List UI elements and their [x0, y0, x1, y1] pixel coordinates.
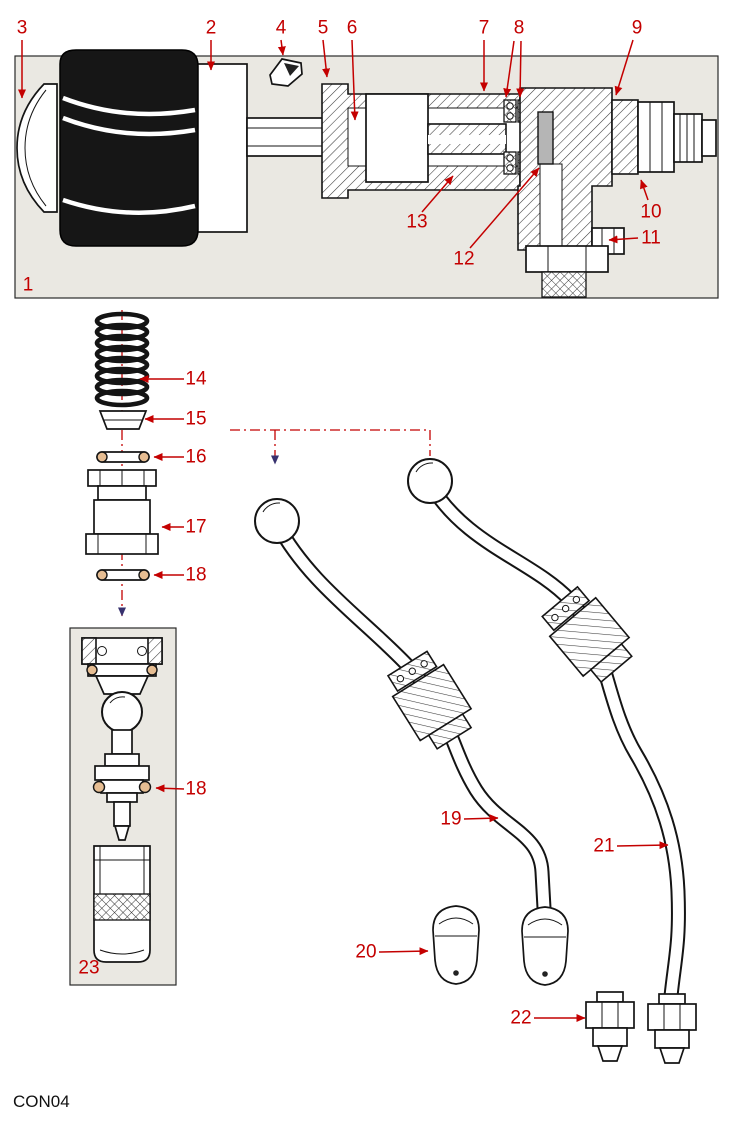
pipe21-ball-end	[407, 458, 453, 504]
bottom-threaded-plug	[541, 271, 587, 298]
callout-5: 5	[317, 17, 329, 39]
pipe19-ball-end	[254, 498, 300, 544]
part20-nozzle-cap	[432, 905, 480, 985]
pipe19-nozzle-cap	[521, 906, 569, 986]
part13-piston	[365, 93, 429, 183]
valve-sleeve	[93, 845, 151, 963]
callout-20: 20	[355, 941, 377, 963]
callout-23: 23	[78, 957, 100, 979]
figure-code: CON04	[13, 1092, 70, 1111]
part2-rubber-boot	[59, 49, 199, 247]
inner-rod	[427, 123, 507, 155]
part14-spring	[94, 311, 150, 408]
callout-11: 11	[641, 227, 661, 249]
callout-10: 10	[640, 201, 662, 223]
callout-15: 15	[185, 408, 207, 430]
part18-oring-upper	[96, 569, 150, 581]
callout-21: 21	[593, 835, 615, 857]
callout-7: 7	[478, 17, 490, 39]
callout-3: 3	[16, 17, 28, 39]
part12-spacer	[537, 111, 554, 165]
part9-part10-outlet-fitting	[611, 99, 717, 175]
callout-leader-lines	[18, 39, 669, 1022]
main-assembly-section-view	[16, 49, 717, 298]
part18-oring-lower-left	[92, 780, 106, 794]
callout-6: 6	[346, 17, 358, 39]
callout-9: 9	[631, 17, 643, 39]
callout-16: 16	[185, 446, 207, 468]
bottom-union-nut	[525, 245, 609, 298]
part16-oring	[96, 451, 150, 463]
callout-17: 17	[185, 516, 207, 538]
part4-clip	[269, 58, 303, 87]
callout-12: 12	[453, 248, 475, 270]
callout-19: 19	[440, 808, 462, 830]
callout-8: 8	[513, 17, 525, 39]
pipe19-union-nut	[386, 650, 473, 750]
part22-fitting	[585, 991, 635, 1062]
part18-oring-lower-right	[138, 780, 152, 794]
part15-spring-seat	[98, 410, 148, 430]
part23-valve-assembly	[81, 637, 163, 963]
pipe21-union-nut	[541, 585, 633, 684]
callout-18-upper: 18	[185, 564, 207, 586]
callout-2: 2	[205, 17, 217, 39]
callout-22: 22	[510, 1007, 532, 1029]
callout-4: 4	[275, 17, 287, 39]
callout-13: 13	[406, 211, 428, 233]
part3-end-cap	[16, 83, 58, 213]
push-rod-shaft	[246, 117, 324, 157]
pipe21-end-fitting	[647, 993, 697, 1064]
part17-adapter	[85, 469, 159, 555]
callout-18-lower: 18	[185, 778, 207, 800]
callout-14: 14	[185, 368, 207, 390]
valve-ball	[101, 691, 143, 733]
part21-pipe	[423, 480, 686, 997]
callout-1: 1	[22, 274, 34, 296]
